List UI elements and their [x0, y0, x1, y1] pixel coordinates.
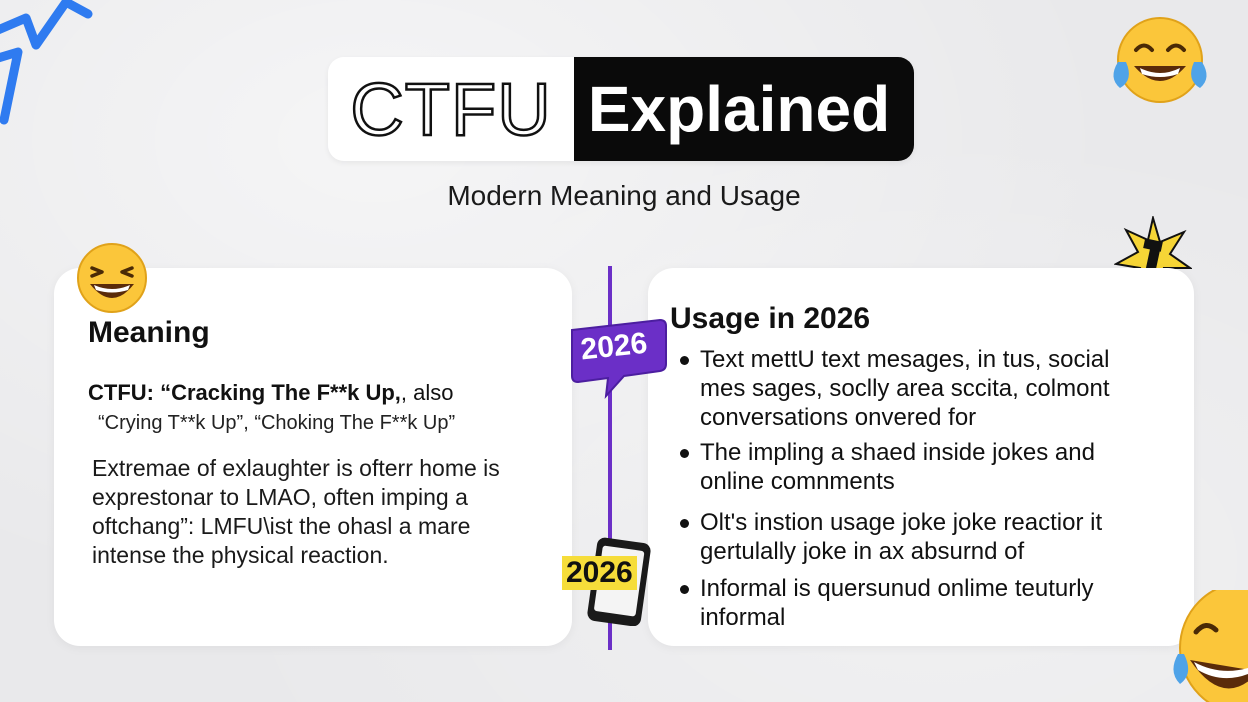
usage-bullet-list: Text mettU text mesages, in tus, social … [676, 345, 1186, 632]
ctfu-alternatives: “Crying T**k Up”, “Choking The F**k Up” [98, 412, 456, 434]
description-line: oftchang”: LMFU\ist the ohasl a mare [92, 513, 471, 539]
tears-of-joy-emoji-icon [1113, 17, 1207, 103]
title-outline-word: CTFU [349, 66, 552, 152]
meaning-heading: Meaning [88, 316, 210, 349]
bullet-line: Olt's instion usage joke joke reactior i… [700, 509, 1103, 536]
bullet-line: The impling a shaed inside jokes and [700, 439, 1095, 466]
usage-heading: Usage in 2026 [670, 302, 871, 335]
laughing-emoji-icon [77, 243, 147, 313]
ctfu-definition-bold: CTFU: “Cracking The F**k Up, [88, 380, 401, 405]
ctfu-definition-also: , also [400, 380, 454, 405]
speech-bubble-badge-icon [571, 318, 667, 399]
ctfu-definition: CTFU: “Cracking The F**k Up,, also [88, 380, 454, 406]
title-solid-box: Explained [574, 57, 914, 161]
meaning-card [54, 268, 572, 646]
usage-bullet: Informal is quersunud onlime teuturly in… [676, 574, 1186, 632]
usage-card [648, 268, 1194, 646]
bullet-dot-icon [680, 585, 689, 594]
zigzag-decoration-icon [0, 0, 93, 125]
bullet-line: informal [700, 604, 786, 631]
meaning-description: Extremae of exlaughter is ofterr home is… [92, 454, 552, 570]
bullet-dot-icon [680, 356, 689, 365]
bullet-dot-icon [680, 519, 689, 528]
title-outline-box: CTFU [328, 57, 574, 161]
timeline-line [608, 266, 612, 650]
usage-bullet: Text mettU text mesages, in tus, social … [676, 345, 1186, 432]
bullet-line: online comnments [700, 468, 895, 495]
bullet-line: Informal is quersunud onlime teuturly [700, 575, 1094, 602]
title-banner: CTFU Explained [328, 57, 914, 161]
description-line: exprestonar to LMAO, often imping a [92, 484, 468, 510]
bullet-line: mes sages, soclly area sccita, colmont [700, 375, 1110, 402]
description-line: Extremae of exlaughter is ofterr home is [92, 455, 500, 481]
usage-bullet: The impling a shaed inside jokes and onl… [676, 438, 1186, 496]
bullet-line: Text mettU text mesages, in tus, social [700, 346, 1110, 373]
subtitle: Modern Meaning and Usage [447, 180, 801, 211]
bullet-dot-icon [680, 449, 689, 458]
usage-bullet: Olt's instion usage joke joke reactior i… [676, 508, 1186, 566]
bullet-line: gertulally joke in ax absurnd of [700, 538, 1025, 565]
description-line: intense the physical reaction. [92, 542, 389, 568]
phone-year: 2026 [562, 556, 637, 590]
bullet-line: conversations onvered for [700, 404, 977, 431]
title-solid-word: Explained [587, 73, 891, 145]
tears-of-joy-emoji-icon [1173, 590, 1248, 702]
